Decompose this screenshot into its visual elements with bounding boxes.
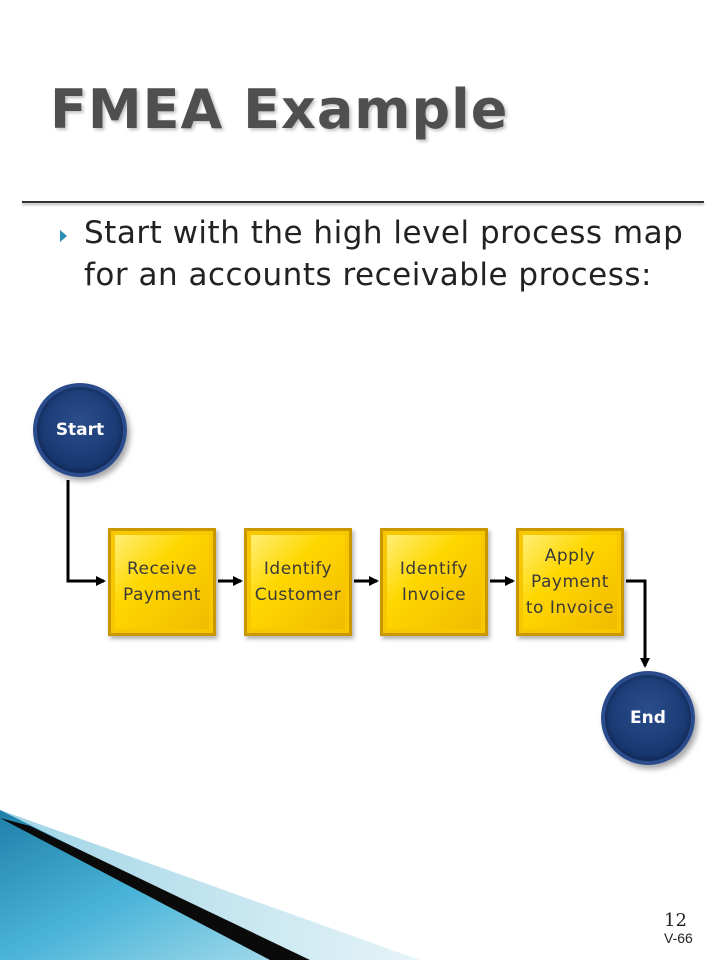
- end-node-label: End: [630, 708, 666, 728]
- step-label: Apply Payment to Invoice: [525, 546, 615, 618]
- start-node-label: Start: [55, 420, 105, 440]
- end-node: End: [601, 671, 695, 765]
- step-label: Identify Customer: [254, 559, 342, 605]
- bullet-text: Start with the high level process map fo…: [84, 215, 684, 293]
- connector-start-to-receive: [66, 480, 106, 586]
- connector-apply-to-end: [626, 579, 650, 668]
- slide-title: FMEA Example: [50, 78, 509, 141]
- step-identify-customer: Identify Customer: [244, 528, 352, 636]
- start-node: Start: [33, 383, 127, 477]
- step-label: Receive Payment: [123, 559, 201, 605]
- step-label: Identify Invoice: [399, 559, 469, 605]
- page-number: 12: [664, 910, 687, 931]
- bullet-arrow-icon: [60, 230, 67, 242]
- slide-code: V-66: [664, 930, 693, 946]
- title-divider: [22, 201, 704, 203]
- step-apply-payment: Apply Payment to Invoice: [516, 528, 624, 636]
- step-receive-payment: Receive Payment: [108, 528, 216, 636]
- step-identify-invoice: Identify Invoice: [380, 528, 488, 636]
